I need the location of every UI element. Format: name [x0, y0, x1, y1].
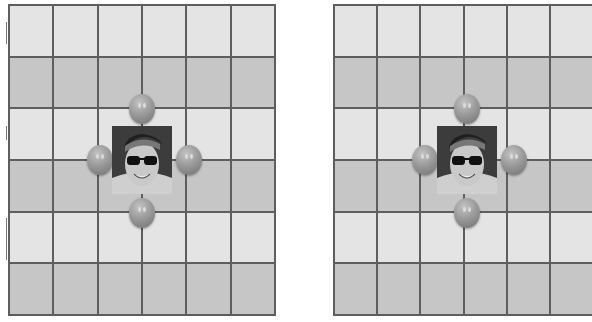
board-cell[interactable] — [54, 264, 96, 314]
board-cell[interactable] — [335, 6, 376, 56]
board-cell[interactable] — [54, 213, 96, 263]
board-cell[interactable] — [10, 6, 52, 56]
board-cell[interactable] — [421, 264, 462, 314]
board-cell[interactable] — [335, 161, 376, 211]
gray-ball-icon[interactable] — [412, 145, 438, 175]
board-cell[interactable] — [187, 6, 229, 56]
gray-ball-icon[interactable] — [129, 198, 155, 228]
board-cell[interactable] — [143, 264, 185, 314]
board-cell[interactable] — [99, 6, 141, 56]
board-cell[interactable] — [335, 58, 376, 108]
board-cell[interactable] — [10, 161, 52, 211]
player-portrait[interactable] — [112, 126, 172, 194]
board-cell[interactable] — [187, 264, 229, 314]
board-cell[interactable] — [54, 6, 96, 56]
board-cell[interactable] — [335, 213, 376, 263]
board-cell[interactable] — [99, 264, 141, 314]
player-portrait[interactable] — [437, 126, 497, 194]
board-cell[interactable] — [232, 6, 274, 56]
board-cell[interactable] — [187, 58, 229, 108]
gray-ball-icon[interactable] — [176, 145, 202, 175]
board-cell[interactable] — [551, 264, 592, 314]
board-cell[interactable] — [508, 6, 549, 56]
gray-ball-icon[interactable] — [87, 145, 113, 175]
gray-ball-icon[interactable] — [454, 198, 480, 228]
board-cell[interactable] — [465, 264, 506, 314]
gray-ball-icon[interactable] — [501, 145, 527, 175]
board-cell[interactable] — [232, 58, 274, 108]
board-cell[interactable] — [551, 109, 592, 159]
board-cell[interactable] — [187, 213, 229, 263]
board-cell[interactable] — [232, 161, 274, 211]
face-portrait-icon — [112, 126, 172, 194]
board-cell[interactable] — [378, 264, 419, 314]
board-cell[interactable] — [10, 213, 52, 263]
board-cell[interactable] — [508, 264, 549, 314]
left-edge-tick-middle — [6, 126, 7, 140]
board-cell[interactable] — [551, 213, 592, 263]
board-cell[interactable] — [10, 264, 52, 314]
board-cell[interactable] — [421, 6, 462, 56]
board-cell[interactable] — [378, 6, 419, 56]
board-cell[interactable] — [232, 213, 274, 263]
gray-ball-icon[interactable] — [454, 94, 480, 124]
board-cell[interactable] — [551, 161, 592, 211]
board-cell[interactable] — [508, 213, 549, 263]
face-portrait-icon — [437, 126, 497, 194]
left-edge-tick-bottom — [6, 218, 7, 260]
board-cell[interactable] — [232, 264, 274, 314]
board-cell[interactable] — [551, 6, 592, 56]
board-cell[interactable] — [232, 109, 274, 159]
board-cell[interactable] — [508, 58, 549, 108]
left-edge-tick-top — [6, 22, 7, 44]
board-cell[interactable] — [10, 109, 52, 159]
board-cell[interactable] — [335, 109, 376, 159]
board-cell[interactable] — [378, 58, 419, 108]
board-cell[interactable] — [143, 6, 185, 56]
board-cell[interactable] — [465, 6, 506, 56]
gray-ball-icon[interactable] — [129, 94, 155, 124]
board-cell[interactable] — [551, 58, 592, 108]
board-cell[interactable] — [378, 161, 419, 211]
board-cell[interactable] — [335, 264, 376, 314]
board-cell[interactable] — [54, 58, 96, 108]
board-cell[interactable] — [10, 58, 52, 108]
board-cell[interactable] — [378, 213, 419, 263]
